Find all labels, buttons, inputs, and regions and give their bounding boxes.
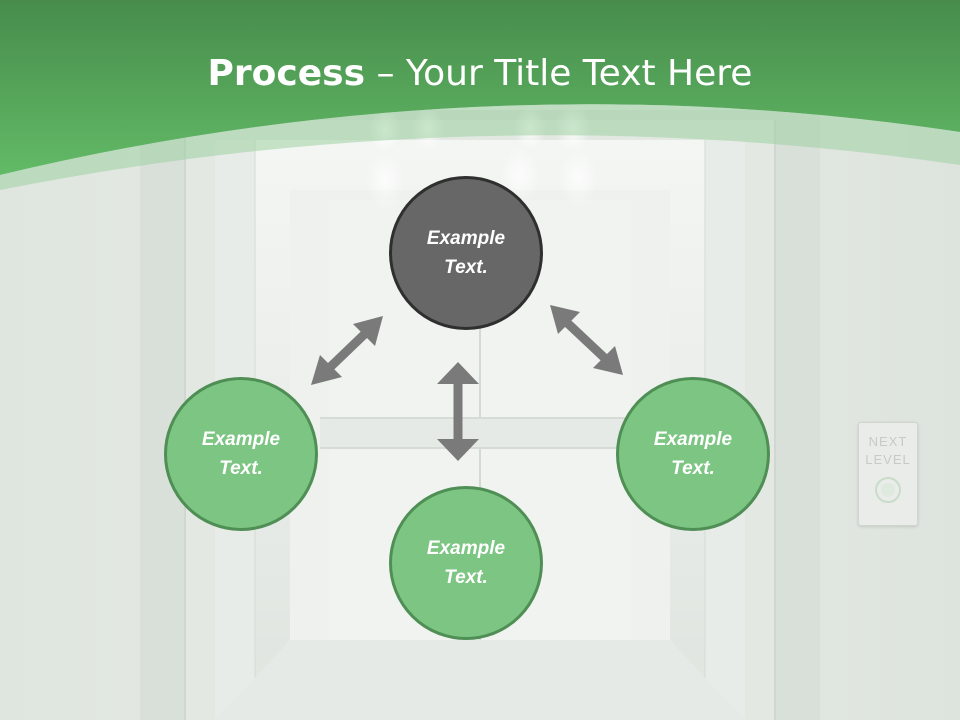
node-right-line1: Example: [653, 429, 733, 450]
node-left-line1: Example: [201, 429, 281, 450]
node-top: Example Text.: [389, 176, 543, 330]
title-bold: Process: [207, 53, 366, 94]
title-rest: – Your Title Text Here: [365, 53, 753, 94]
double-arrow-right-diagonal: [550, 305, 623, 375]
node-top-line1: Example: [426, 228, 506, 249]
double-arrow-vertical: [437, 362, 479, 461]
panel-line1: NEXT: [868, 434, 908, 449]
panel-line2: LEVEL: [865, 452, 911, 467]
slide-title: Process – Your Title Text Here: [0, 52, 960, 96]
node-top-line2: Text.: [444, 257, 488, 278]
node-right: Example Text.: [616, 377, 770, 531]
call-button-icon: [875, 477, 901, 503]
node-right-line2: Text.: [671, 458, 715, 479]
node-bottom: Example Text.: [389, 486, 543, 640]
node-bottom-line1: Example: [426, 538, 506, 559]
double-arrow-left-diagonal: [311, 316, 383, 385]
node-left-line2: Text.: [219, 458, 263, 479]
node-bottom-line2: Text.: [444, 567, 488, 588]
next-level-panel: NEXT LEVEL: [858, 422, 918, 526]
node-left: Example Text.: [164, 377, 318, 531]
